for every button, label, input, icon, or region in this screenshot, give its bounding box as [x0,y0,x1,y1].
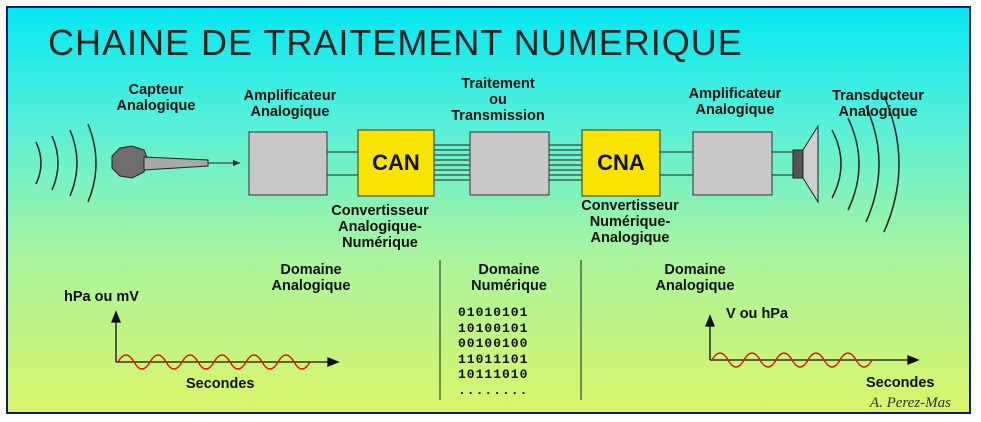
connectors [327,144,793,181]
author-signature: A. Perez-Mas [869,395,951,411]
cna-label: CNA [597,150,645,175]
graph-left-xlabel: Secondes [186,376,255,392]
graph-left-axes [111,310,340,367]
diagram-frame [6,6,971,414]
graph-left-ylabel: hPa ou mV [64,289,139,305]
processing-box [469,131,550,196]
sound-waves-right [831,95,900,233]
graph-right-wave [711,352,873,368]
can-label: CAN [372,150,420,175]
amplifier-2-box [692,131,773,196]
graph-right-xlabel: Secondes [866,375,935,391]
microphone-icon [111,145,240,179]
speaker-icon [792,124,819,204]
can-box [357,129,435,197]
graph-left-wave [117,354,311,370]
cna-box [581,129,661,197]
sound-waves-left [35,123,97,203]
amplifier-1-box [248,131,328,196]
page-title: CHAINE DE TRAITEMENT NUMERIQUE [48,22,743,63]
graph-right-axes [705,314,920,365]
graph-right-ylabel: V ou hPa [726,306,789,322]
